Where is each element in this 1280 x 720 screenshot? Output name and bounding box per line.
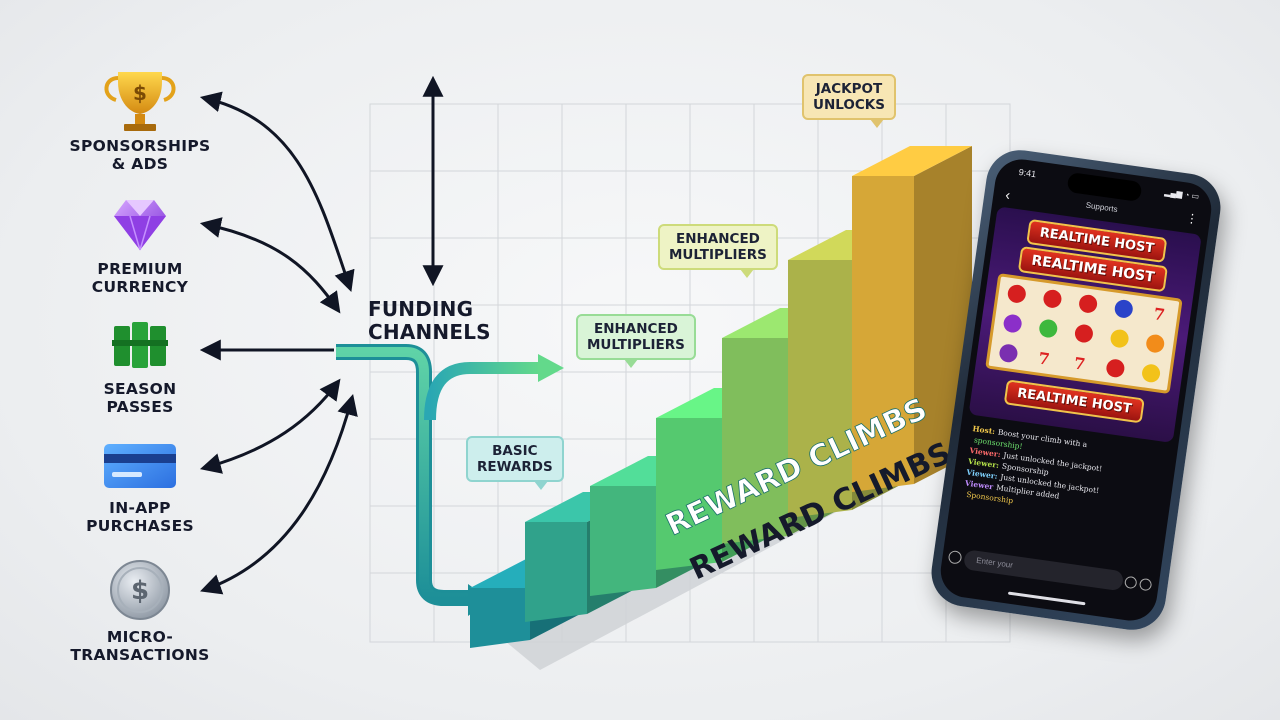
reel-symbol [993, 306, 1033, 341]
arrow-premium [199, 217, 341, 314]
fruit-symbol-icon [1109, 328, 1130, 349]
fruit-symbol-icon [1077, 293, 1099, 315]
credit-card-icon [104, 444, 176, 488]
more-menu-icon[interactable]: ⋮ [1185, 210, 1199, 227]
stair-step-front [525, 522, 587, 622]
stair-step-front [788, 260, 852, 518]
gem-icon [114, 200, 166, 251]
send-icon[interactable] [1138, 577, 1153, 592]
trophy-icon: $ [104, 72, 176, 131]
reel-symbol [1068, 286, 1108, 321]
seven-symbol-icon: 7 [1152, 303, 1167, 325]
stair-step-front [722, 338, 788, 544]
reel-symbol [997, 276, 1037, 311]
stair-step-front [852, 176, 914, 492]
seven-symbol-icon: 7 [1072, 353, 1087, 374]
reel-symbol [1100, 321, 1140, 356]
reel-symbol [1028, 311, 1068, 346]
chat-input[interactable]: Enter your [962, 549, 1125, 592]
fruit-symbol-icon [1140, 363, 1162, 384]
reel-symbol [1033, 281, 1073, 316]
reel-symbol [1064, 316, 1104, 351]
fruit-symbol-icon [1105, 358, 1126, 379]
seven-symbol-icon: 7 [1037, 348, 1051, 369]
channel-label-sponsorships: SPONSORSHIPS& ADS [69, 137, 211, 173]
svg-text:$: $ [131, 576, 149, 606]
channel-label-micro-transactions: MICRO-TRANSACTIONS [70, 628, 210, 664]
status-time: 9:41 [1018, 166, 1037, 180]
stair-step-front [470, 588, 530, 648]
reel-symbol: 7 [1024, 341, 1064, 376]
fruit-symbol-icon [1038, 318, 1059, 339]
camera-icon[interactable] [947, 549, 963, 565]
fruit-symbol-icon [1042, 288, 1063, 310]
reel-symbol: 7 [1139, 297, 1179, 332]
reel-symbol [1131, 356, 1171, 391]
reel-symbol [1095, 351, 1135, 386]
stair-step-front [656, 418, 722, 570]
reel-symbol: 7 [1060, 346, 1100, 381]
live-chat: Host:Boost your climb with a sponsorship… [963, 423, 1170, 527]
flow-arrows [336, 344, 564, 616]
home-indicator [1007, 591, 1086, 606]
fruit-symbol-icon [1113, 298, 1134, 320]
reel-symbol [989, 336, 1029, 371]
channel-arrows [199, 75, 444, 595]
stair-step-front [590, 486, 656, 596]
fruit-symbol-icon [998, 343, 1019, 364]
fruit-symbol-icon [1073, 323, 1095, 344]
fruit-symbol-icon [1002, 313, 1023, 334]
fruit-symbol-icon [1145, 333, 1166, 354]
coin-icon: $ [110, 560, 170, 620]
svg-text:$: $ [133, 81, 147, 105]
reel-symbol [1135, 326, 1175, 361]
cash-stack-icon [112, 322, 168, 368]
stair-step-top [852, 146, 972, 176]
arrow-micro [200, 393, 358, 595]
reel-symbol [1104, 291, 1144, 326]
fruit-symbol-icon [1006, 283, 1027, 304]
status-icons: ▂▄▆ ◔ ▭ [1163, 187, 1200, 202]
emoji-icon[interactable] [1123, 575, 1138, 590]
